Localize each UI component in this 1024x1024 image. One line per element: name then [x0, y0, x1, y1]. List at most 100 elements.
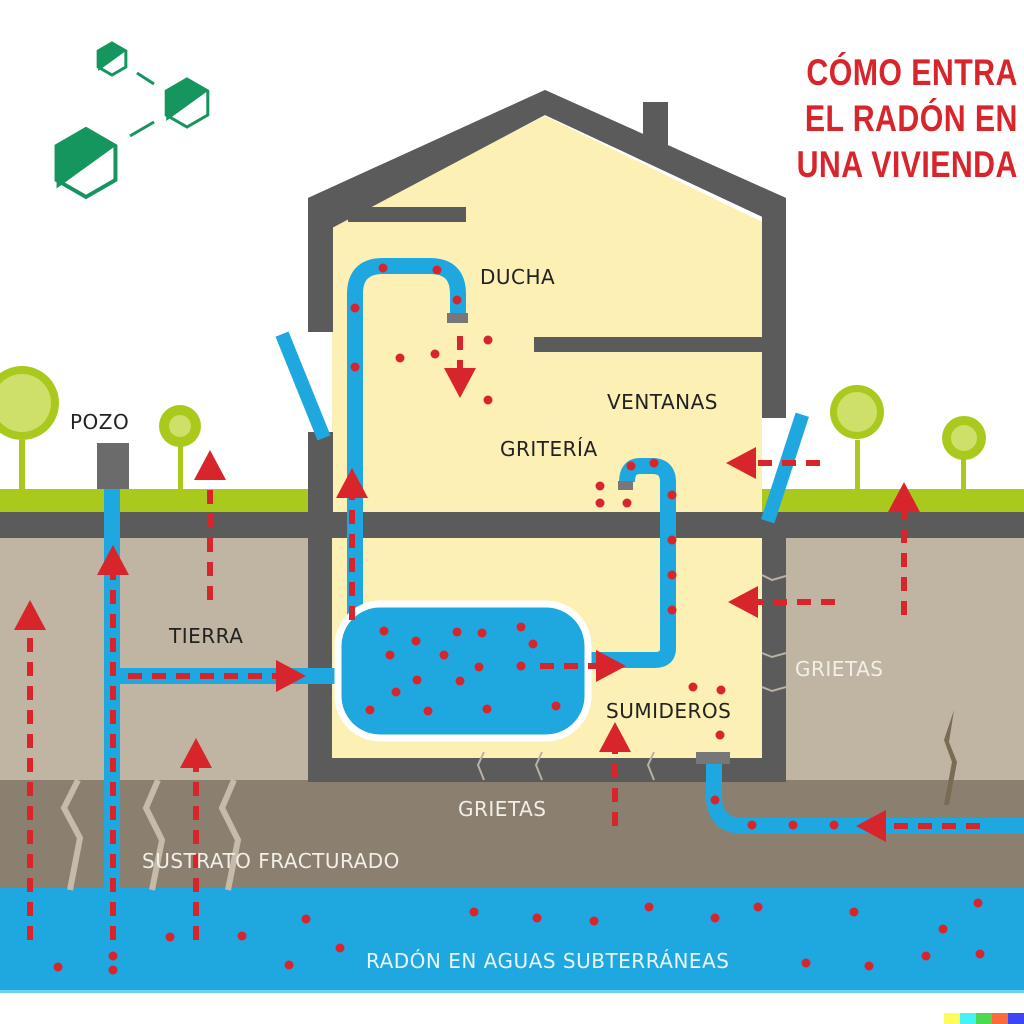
radon-dot-icon — [516, 622, 526, 632]
radon-dot-icon — [385, 650, 395, 660]
label-sustrato: SUSTRATO FRACTURADO — [142, 849, 400, 873]
dashed-arrow-icon — [194, 450, 226, 600]
dashed-arrow-icon — [888, 482, 920, 615]
tree-icon — [830, 385, 884, 490]
label-sumideros: SUMIDEROS — [606, 699, 732, 723]
dashed-arrow-icon — [14, 600, 46, 940]
radon-dot-icon — [667, 490, 677, 500]
radon-dot-icon — [237, 931, 247, 941]
drain-cap — [696, 752, 730, 764]
label-ventanas: VENTANAS — [607, 390, 718, 414]
radon-dot-icon — [516, 661, 526, 671]
radon-dot-icon — [710, 913, 720, 923]
radon-dot-icon — [452, 295, 462, 305]
radon-dot-icon — [379, 626, 389, 636]
shower-pipe — [347, 258, 466, 640]
title-line-3: UNA VIVIENDA — [796, 144, 1018, 185]
dashed-arrow-icon — [128, 660, 306, 692]
radon-dot-icon — [108, 965, 118, 975]
label-pozo: POZO — [70, 410, 130, 434]
radon-dot-icon — [975, 949, 985, 959]
dashed-arrow-icon — [336, 468, 368, 620]
radon-dot-icon — [395, 353, 405, 363]
radon-dot-icon — [439, 650, 449, 660]
radon-dot-icon — [455, 676, 465, 686]
interior-wall — [534, 337, 764, 352]
radon-dot-icon — [788, 820, 798, 830]
radon-dot-icon — [335, 943, 345, 953]
watermark-swatch — [944, 1013, 960, 1024]
radon-dot-icon — [710, 795, 720, 805]
dashed-arrow-icon — [599, 722, 631, 826]
label-grietas-wall: GRIETAS — [795, 657, 884, 681]
radon-arrows — [14, 336, 980, 940]
page-title: CÓMO ENTRA EL RADÓN EN UNA VIVIENDA — [797, 50, 1018, 188]
substrate-cracks — [60, 778, 242, 891]
radon-dot-icon — [829, 820, 839, 830]
radon-dot-icon — [432, 265, 442, 275]
water-tank — [334, 600, 592, 742]
radon-dot-icon — [667, 570, 677, 580]
radon-dot-icon — [350, 362, 360, 372]
tap-head — [618, 481, 633, 490]
radon-dot-icon — [626, 461, 636, 471]
radon-dot-icon — [483, 395, 493, 405]
radon-dot-icon — [482, 704, 492, 714]
radon-dot-icon — [165, 932, 175, 942]
radon-dot-icon — [301, 914, 311, 924]
molecule-hexagons-icon — [54, 41, 210, 200]
radon-dot-icon — [667, 605, 677, 615]
well-icon — [97, 443, 129, 489]
radon-dot-icon — [452, 627, 462, 637]
soil-crack — [944, 710, 957, 805]
radon-dot-icon — [528, 639, 538, 649]
radon-dot-icon — [753, 902, 763, 912]
radon-dot-icon — [667, 535, 677, 545]
radon-dot-icon — [469, 907, 479, 917]
label-ducha: DUCHA — [480, 265, 556, 289]
radon-dot-icon — [688, 682, 698, 692]
tree-icon — [0, 366, 59, 490]
window-right — [761, 412, 809, 524]
dashed-arrow-icon — [540, 650, 626, 682]
radon-dot-icon — [391, 687, 401, 697]
radon-dot-icon — [716, 685, 726, 695]
chimney — [643, 102, 668, 147]
radon-dot-icon — [378, 263, 388, 273]
radon-dot-icon — [595, 498, 605, 508]
watermark-swatch — [1008, 1013, 1024, 1024]
radon-dot-icon — [53, 962, 63, 972]
tree-icon — [942, 416, 986, 490]
title-line-2: EL RADÓN EN — [805, 98, 1018, 139]
radon-dot-icon — [532, 913, 542, 923]
dashed-arrow-icon — [856, 810, 980, 842]
radon-dot-icon — [430, 349, 440, 359]
radon-dot-icon — [589, 916, 599, 926]
attic-floor — [348, 207, 466, 222]
hexagon-icon — [96, 41, 128, 77]
radon-dot-icon — [108, 951, 118, 961]
radon-dot-icon — [412, 675, 422, 685]
groundwater-layer — [0, 888, 1024, 992]
radon-dot-icon — [284, 960, 294, 970]
radon-dot-icon — [551, 701, 561, 711]
middle-floor — [308, 512, 786, 538]
radon-dot-icon — [411, 636, 421, 646]
hexagon-icon — [54, 126, 118, 200]
window-left — [275, 331, 331, 441]
radon-dot-icon — [595, 481, 605, 491]
radon-dot-icon — [849, 907, 859, 917]
tree-icon — [159, 405, 201, 490]
dashed-arrow-icon — [726, 447, 820, 479]
radon-dot-icon — [474, 662, 484, 672]
label-tierra: TIERRA — [169, 624, 244, 648]
radon-dot-icon — [622, 498, 632, 508]
label-griteria: GRITERÍA — [500, 437, 598, 461]
radon-dot-icon — [644, 902, 654, 912]
radon-dot-icon — [864, 961, 874, 971]
radon-dot-icon — [973, 898, 983, 908]
radon-dot-icon — [921, 951, 931, 961]
hexagon-icon — [164, 77, 210, 129]
watermark-swatch — [992, 1013, 1008, 1024]
